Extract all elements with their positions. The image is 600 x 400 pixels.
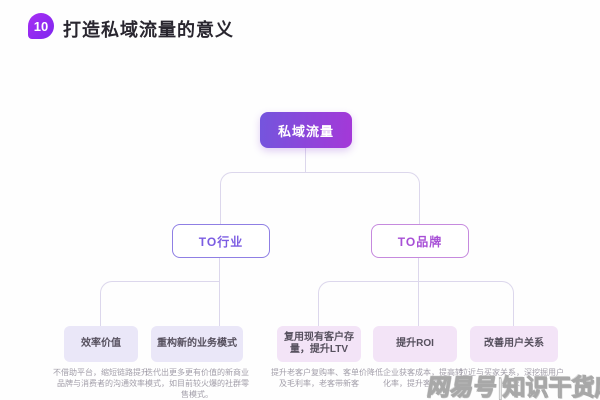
leaf-desc-ltv: 提升老客户复购率、客单价及毛利率，老客带新客 bbox=[271, 368, 367, 388]
page-title: 打造私域流量的意义 bbox=[63, 20, 234, 40]
leaf-node-user-relation: 改善用户关系 bbox=[470, 326, 558, 362]
watermark-separator: | bbox=[498, 374, 503, 400]
connector-brand-left bbox=[318, 281, 419, 327]
connector-root-left bbox=[220, 172, 306, 225]
connector-root-trunk bbox=[305, 148, 306, 173]
leaf-desc-efficiency: 不借助平台，缩短链路提升品牌与消费者的沟通效率 bbox=[53, 368, 149, 388]
leaf-node-ltv: 复用现有客户存量，提升LTV bbox=[277, 326, 361, 362]
leaf-node-new-business: 重构新的业务模式 bbox=[151, 326, 243, 362]
branch-node-brand: TO品牌 bbox=[371, 224, 469, 258]
connector-root-right bbox=[306, 172, 420, 225]
slide-number-badge: 10 bbox=[28, 13, 54, 39]
leaf-desc-roi: 降低企业获客成本，提高转化率，提升客单价 bbox=[367, 368, 463, 388]
watermark-name: 知识干货库 bbox=[502, 374, 600, 400]
watermark-brand: 网易号 bbox=[425, 374, 500, 400]
connector-industry-left bbox=[100, 281, 220, 327]
watermark: 网易号|知识干货库 bbox=[425, 368, 600, 400]
leaf-desc-new-business: 迭代出更多更有价值的新商业模式，如目前较火爆的社群零售模式。 bbox=[145, 368, 249, 399]
leaf-node-efficiency: 效率价值 bbox=[64, 326, 138, 362]
branch-node-industry: TO行业 bbox=[172, 224, 270, 258]
root-node: 私域流量 bbox=[260, 112, 352, 148]
leaf-desc-user-relation: 拉近与买家关系，深挖掘用户需求 bbox=[460, 368, 564, 388]
connector-brand-right bbox=[419, 281, 514, 327]
leaf-node-roi: 提升ROI bbox=[373, 326, 457, 362]
